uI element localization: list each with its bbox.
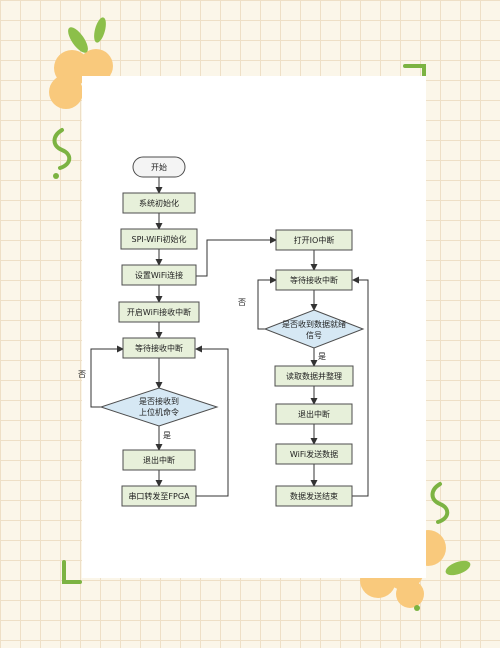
node-exit-interrupt-left: 退出中断 [122,449,196,471]
node-spi-wifi-init: SPI-WiFi初始化 [120,228,198,250]
node-uart-to-fpga: 串口转发至FPGA [121,485,197,507]
node-set-wifi-connect: 设置WiFi连接 [121,264,197,286]
svg-text:等待接收中断: 等待接收中断 [135,343,183,353]
svg-text:等待接收中断: 等待接收中断 [290,275,338,285]
svg-text:串口转发至FPGA: 串口转发至FPGA [128,491,190,501]
corner-bracket-icon [403,64,426,82]
label-yes-left: 是 [163,431,171,440]
node-decision-left: 是否接收到 上位机命令 [99,387,219,427]
svg-text:开启WiFi接收中断: 开启WiFi接收中断 [127,307,191,317]
leaf-icon [414,560,471,611]
swirl-icon [430,482,450,524]
node-send-end: 数据发送结束 [275,485,353,507]
svg-text:WiFi发送数据: WiFi发送数据 [290,449,338,459]
node-decision-right: 是否收到数据就绪 信号 [263,309,365,349]
svg-text:打开IO中断: 打开IO中断 [294,235,335,245]
leaf-icon [68,17,106,53]
label-no-left: 否 [78,370,86,379]
svg-text:数据发送结束: 数据发送结束 [290,491,338,501]
node-wait-interrupt-right: 等待接收中断 [275,269,353,291]
label-no-right: 否 [238,298,246,307]
svg-text:上位机命令: 上位机命令 [139,407,179,417]
node-exit-interrupt-right: 退出中断 [275,403,353,425]
swirl-icon [52,128,72,179]
svg-text:设置WiFi连接: 设置WiFi连接 [135,270,183,280]
node-start: 开始 [132,156,186,178]
node-wait-interrupt-left: 等待接收中断 [122,337,196,359]
svg-text:系统初始化: 系统初始化 [139,198,179,208]
svg-text:是否收到数据就绪: 是否收到数据就绪 [282,319,346,329]
svg-text:信号: 信号 [306,330,322,340]
svg-text:退出中断: 退出中断 [298,409,330,419]
node-wifi-send: WiFi发送数据 [275,443,353,465]
node-read-data: 读取数据并整理 [274,365,354,387]
connectors-left [90,177,277,497]
node-system-init: 系统初始化 [122,192,196,214]
svg-text:读取数据并整理: 读取数据并整理 [286,371,342,381]
node-enable-wifi-interrupt: 开启WiFi接收中断 [118,301,200,323]
svg-text:是否接收到: 是否接收到 [139,396,179,406]
node-open-io-interrupt: 打开IO中断 [275,229,353,251]
connectors-right [257,250,369,497]
svg-text:SPI-WiFi初始化: SPI-WiFi初始化 [131,234,186,244]
corner-bracket-icon [62,560,82,584]
svg-text:退出中断: 退出中断 [143,455,175,465]
label-yes-right: 是 [318,352,326,361]
svg-text:开始: 开始 [151,162,167,172]
